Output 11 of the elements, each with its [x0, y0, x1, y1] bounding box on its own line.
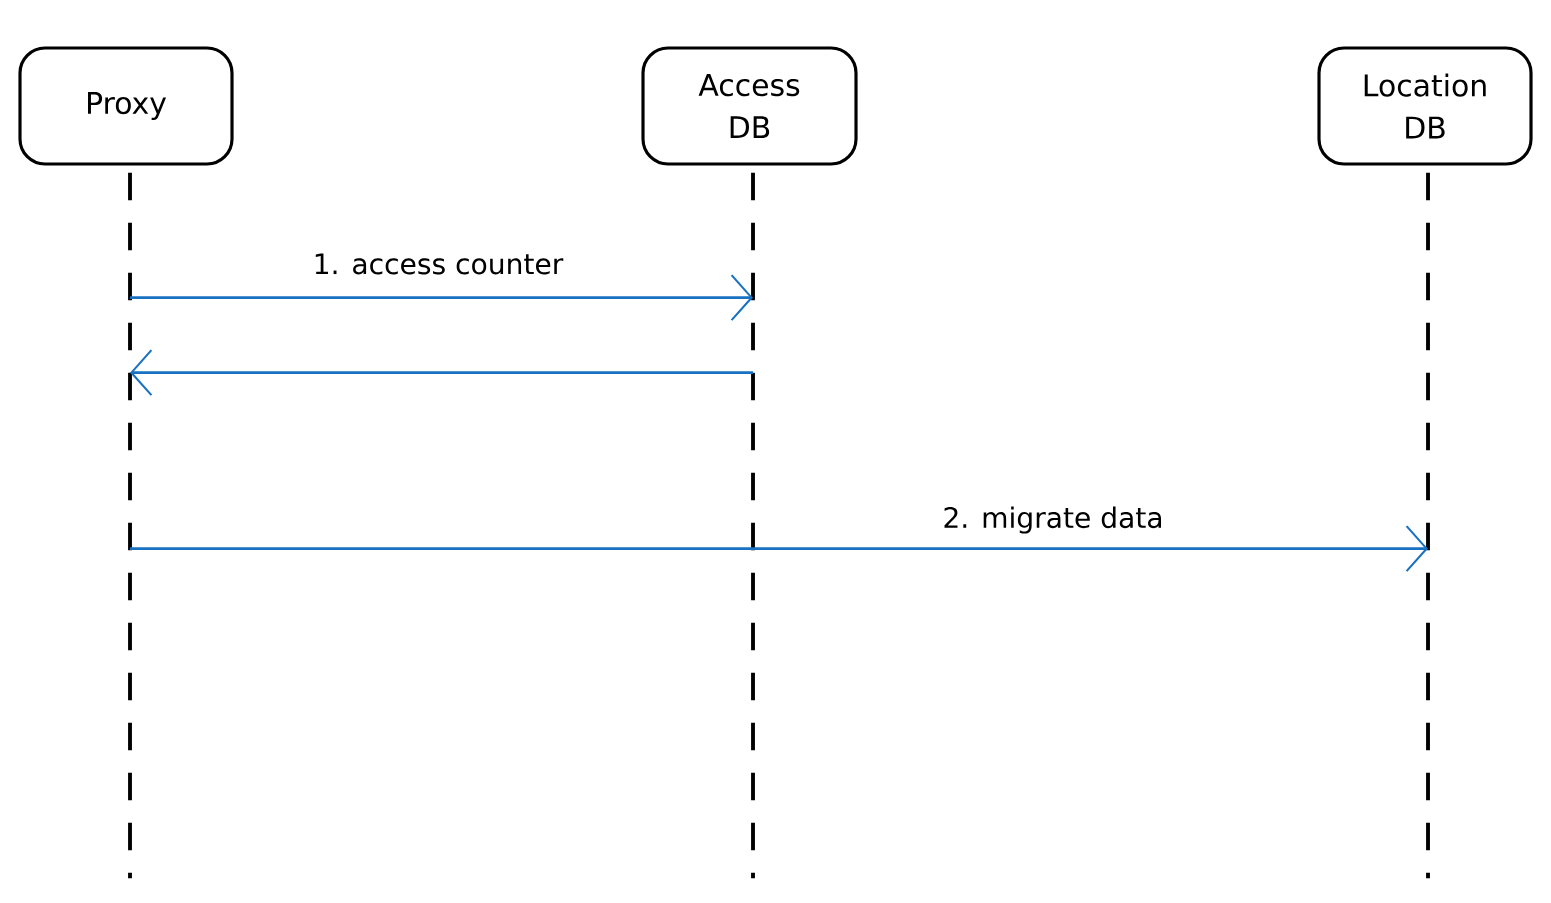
arrow [130, 525, 1428, 572]
participant-box: Access DB [641, 46, 858, 166]
arrow [130, 349, 753, 396]
edge-label: 1. access counter [315, 253, 564, 275]
lifeline [1426, 172, 1430, 879]
participant-box: Proxy [18, 46, 234, 166]
edge-label: 2. migrate data [944, 506, 1161, 534]
lifeline [128, 172, 132, 879]
participant-box: Location DB [1317, 46, 1533, 166]
arrow [130, 274, 753, 321]
lifeline [751, 172, 755, 879]
